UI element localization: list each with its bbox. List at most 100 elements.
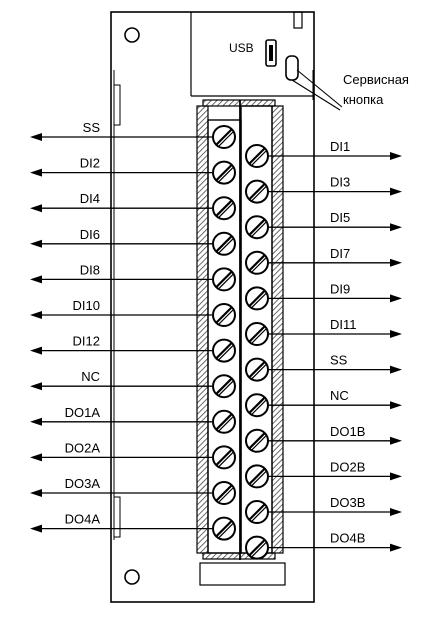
arrow-head-icon xyxy=(390,258,402,267)
right-terminal-row: NC xyxy=(245,388,402,418)
right-terminal-label: DI9 xyxy=(330,281,350,296)
left-terminal-label: DI8 xyxy=(80,262,100,277)
slotted-screw-icon xyxy=(245,464,269,489)
right-terminal-row: DI1 xyxy=(245,139,402,168)
right-terminal-label: SS xyxy=(330,353,348,368)
arrow-head-icon xyxy=(30,524,42,533)
left-terminal-row: DI6 xyxy=(30,227,236,256)
slotted-screw-icon xyxy=(212,231,236,256)
right-terminal-label: DI3 xyxy=(330,175,350,190)
left-terminal-row: DO3A xyxy=(30,476,236,505)
slotted-screw-icon xyxy=(245,286,269,311)
left-terminal-label: DO4A xyxy=(65,512,101,527)
arrow-head-icon xyxy=(390,294,402,303)
housing-outline xyxy=(110,11,315,603)
slotted-screw-icon xyxy=(212,409,236,434)
slotted-screw-icon xyxy=(245,179,269,204)
slotted-screw-icon xyxy=(245,322,269,346)
right-terminal-row: DI3 xyxy=(245,175,402,204)
arrow-head-icon xyxy=(30,453,42,462)
slotted-screw-icon xyxy=(245,535,269,560)
service-button-icon xyxy=(285,55,299,81)
mounting-hole-icon xyxy=(124,569,140,585)
slotted-screw-icon xyxy=(245,393,269,418)
slotted-screw-icon xyxy=(245,215,269,240)
service-button: Сервисная кнопка xyxy=(285,55,409,111)
arrow-head-icon xyxy=(30,382,42,391)
slotted-screw-icon xyxy=(245,144,269,168)
arrow-head-icon xyxy=(30,346,42,355)
right-terminal-row: DO3B xyxy=(245,495,402,524)
right-terminal-row: DO1B xyxy=(245,424,402,453)
arrow-head-icon xyxy=(390,508,402,516)
right-terminal-row: SS xyxy=(245,353,402,382)
arrow-head-icon xyxy=(390,436,402,445)
usb-port-icon xyxy=(265,39,277,67)
right-terminal-label: DI11 xyxy=(330,317,357,332)
left-terminal-label: DO1A xyxy=(65,405,101,420)
right-terminal-row: DI7 xyxy=(245,246,402,275)
left-terminal-row: DI10 xyxy=(30,298,236,327)
right-terminal-label: DO1B xyxy=(330,424,365,439)
left-terminal-row: DI2 xyxy=(30,156,236,185)
slotted-screw-icon xyxy=(212,196,236,221)
arrow-head-icon xyxy=(390,543,402,552)
mounting-holes xyxy=(124,27,140,585)
left-terminal-label: DO2A xyxy=(65,440,101,455)
arrow-head-icon xyxy=(30,168,42,177)
slotted-screw-icon xyxy=(212,445,236,470)
left-terminal-row: DI4 xyxy=(30,191,236,221)
slotted-screw-icon xyxy=(212,516,236,541)
slotted-screw-icon xyxy=(245,250,269,275)
right-terminal-row: DI5 xyxy=(245,210,402,240)
arrow-head-icon xyxy=(30,489,42,497)
slotted-screw-icon xyxy=(212,160,236,185)
right-terminal-label: DO2B xyxy=(330,459,365,474)
service-button-label-line2: кнопка xyxy=(343,92,384,107)
left-terminal-row: NC xyxy=(30,369,236,399)
slotted-screw-icon xyxy=(212,338,236,363)
usb-label: USB xyxy=(229,41,254,55)
left-terminal-label: DI2 xyxy=(80,156,100,171)
arrow-head-icon xyxy=(390,330,402,338)
arrow-head-icon xyxy=(30,133,42,141)
slotted-screw-icon xyxy=(245,500,269,524)
right-terminal-label: DO3B xyxy=(330,495,365,510)
slotted-screw-icon xyxy=(212,481,236,505)
left-terminal-row: DO2A xyxy=(30,440,236,470)
right-terminal-label: DI7 xyxy=(330,246,350,261)
right-terminal-row: DI9 xyxy=(245,281,402,311)
device-housing xyxy=(110,11,315,603)
slotted-screw-icon xyxy=(212,267,236,292)
right-terminal-label: DI1 xyxy=(330,139,350,154)
mounting-hole-icon xyxy=(124,27,140,43)
usb-port: USB xyxy=(229,39,277,67)
right-terminal-row: DI11 xyxy=(245,317,402,346)
left-terminal-label: DI6 xyxy=(80,227,100,242)
arrow-head-icon xyxy=(30,311,42,319)
arrow-head-icon xyxy=(390,472,402,481)
arrow-head-icon xyxy=(30,275,42,284)
left-terminal-label: DI12 xyxy=(73,334,100,349)
left-terminal-label: DI10 xyxy=(73,298,100,313)
left-terminal-row: DO1A xyxy=(30,405,236,434)
left-terminal-row: SS xyxy=(30,120,236,149)
arrow-head-icon xyxy=(390,187,402,196)
right-terminal-label: DI5 xyxy=(330,210,350,225)
arrow-head-icon xyxy=(390,223,402,232)
left-terminal-row: DI12 xyxy=(30,334,236,363)
right-terminal-row: DO4B xyxy=(245,531,402,560)
right-terminal-row: DO2B xyxy=(245,459,402,489)
left-terminal-label: DI4 xyxy=(80,191,100,206)
left-terminal-label: DO3A xyxy=(65,476,101,491)
arrow-head-icon xyxy=(30,239,42,248)
left-terminal-label: NC xyxy=(81,369,100,384)
slotted-screw-icon xyxy=(212,374,236,399)
service-button-label-line1: Сервисная xyxy=(343,72,409,87)
left-terminal-row: DI8 xyxy=(30,262,236,292)
arrow-head-icon xyxy=(30,417,42,426)
arrow-head-icon xyxy=(390,152,402,160)
